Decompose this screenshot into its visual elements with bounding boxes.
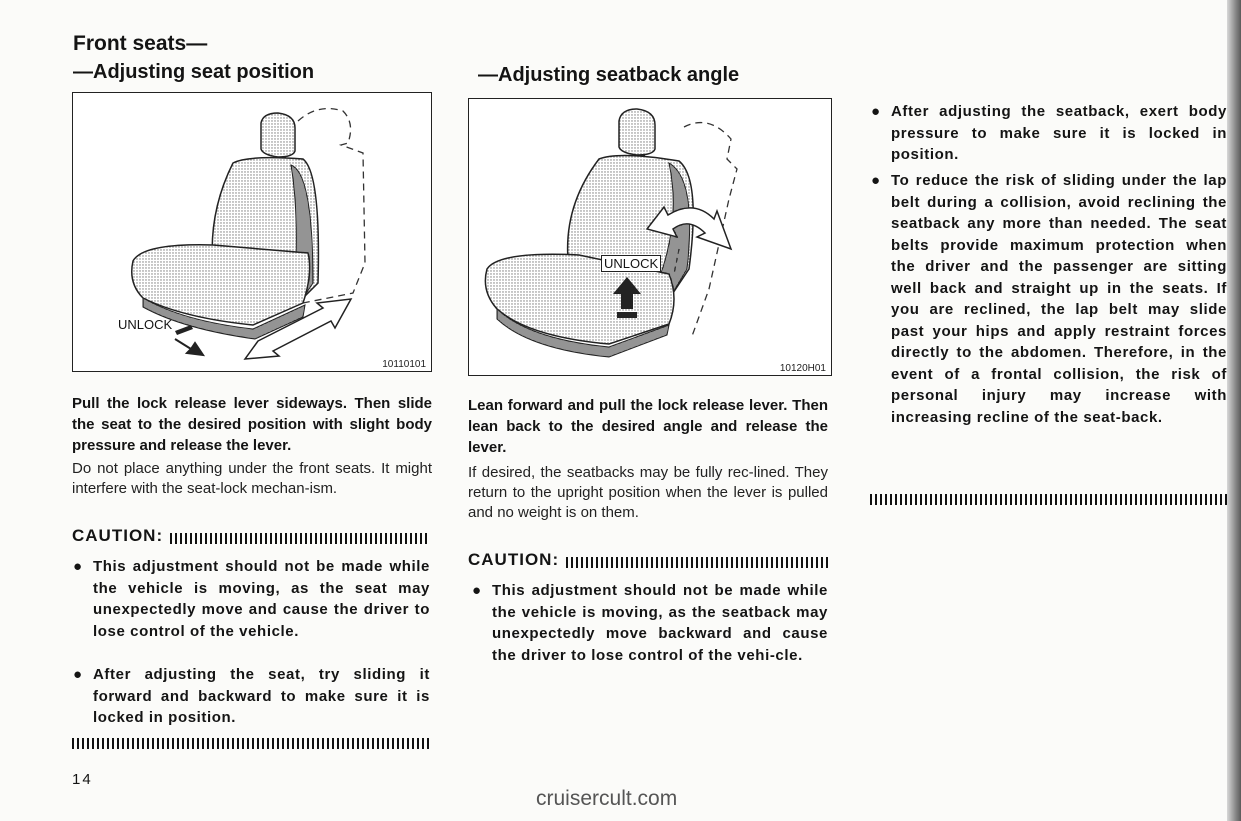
page-number: 14 (72, 771, 93, 788)
middle-bullet-1: ● This adjustment should not be made whi… (472, 580, 828, 666)
section-heading: Front seats— (73, 32, 208, 55)
section-end-rule (870, 494, 1228, 505)
middle-paragraph-1: Lean forward and pull the lock release l… (468, 397, 828, 456)
bullet-dot-icon: ● (73, 666, 83, 683)
seatback-angle-figure: UNLOCK 10120H01 (468, 98, 832, 376)
section-end-rule (72, 738, 430, 749)
page-edge (1227, 0, 1241, 821)
middle-caution-heading: CAUTION: (468, 550, 559, 570)
bullet-dot-icon: ● (73, 558, 83, 575)
left-bullet-2: ● After adjusting the seat, try sliding … (73, 664, 430, 729)
right-bullet-1: ● After adjusting the seatback, exert bo… (871, 101, 1227, 166)
middle-subheading: —Adjusting seatback angle (478, 64, 740, 86)
right-bullet-2: ● To reduce the risk of sliding under th… (871, 170, 1227, 428)
caution-rule (566, 557, 829, 568)
left-caution-heading: CAUTION: (72, 526, 163, 546)
bullet-text: After adjusting the seat, try sliding it… (93, 666, 430, 726)
bullet-dot-icon: ● (871, 103, 881, 120)
caution-label: CAUTION: (468, 550, 560, 569)
left-paragraph-1: Pull the lock release lever sideways. Th… (72, 395, 432, 454)
left-paragraph-2: Do not place anything under the front se… (72, 460, 432, 497)
middle-paragraph-2: If desired, the seatbacks may be fully r… (468, 464, 828, 521)
bullet-text: This adjustment should not be made while… (93, 558, 430, 640)
bullet-dot-icon: ● (871, 172, 881, 189)
left-bullet-1: ● This adjustment should not be made whi… (73, 556, 430, 642)
caution-label: CAUTION: (72, 526, 164, 545)
bullet-text: This adjustment should not be made while… (492, 582, 828, 664)
unlock-label: UNLOCK (601, 255, 662, 272)
figure-code: 10120H01 (779, 363, 826, 374)
seat-position-figure: UNLOCK 10110101 (72, 92, 432, 372)
unlock-label: UNLOCK (118, 317, 173, 332)
figure-code: 10110101 (382, 359, 426, 370)
caution-rule (170, 533, 430, 544)
bullet-dot-icon: ● (472, 582, 482, 599)
bullet-text: After adjusting the seatback, exert body… (891, 103, 1227, 163)
watermark: cruisercult.com (536, 787, 678, 810)
left-subheading: —Adjusting seat position (73, 61, 315, 83)
bullet-text: To reduce the risk of sliding under the … (891, 172, 1227, 426)
